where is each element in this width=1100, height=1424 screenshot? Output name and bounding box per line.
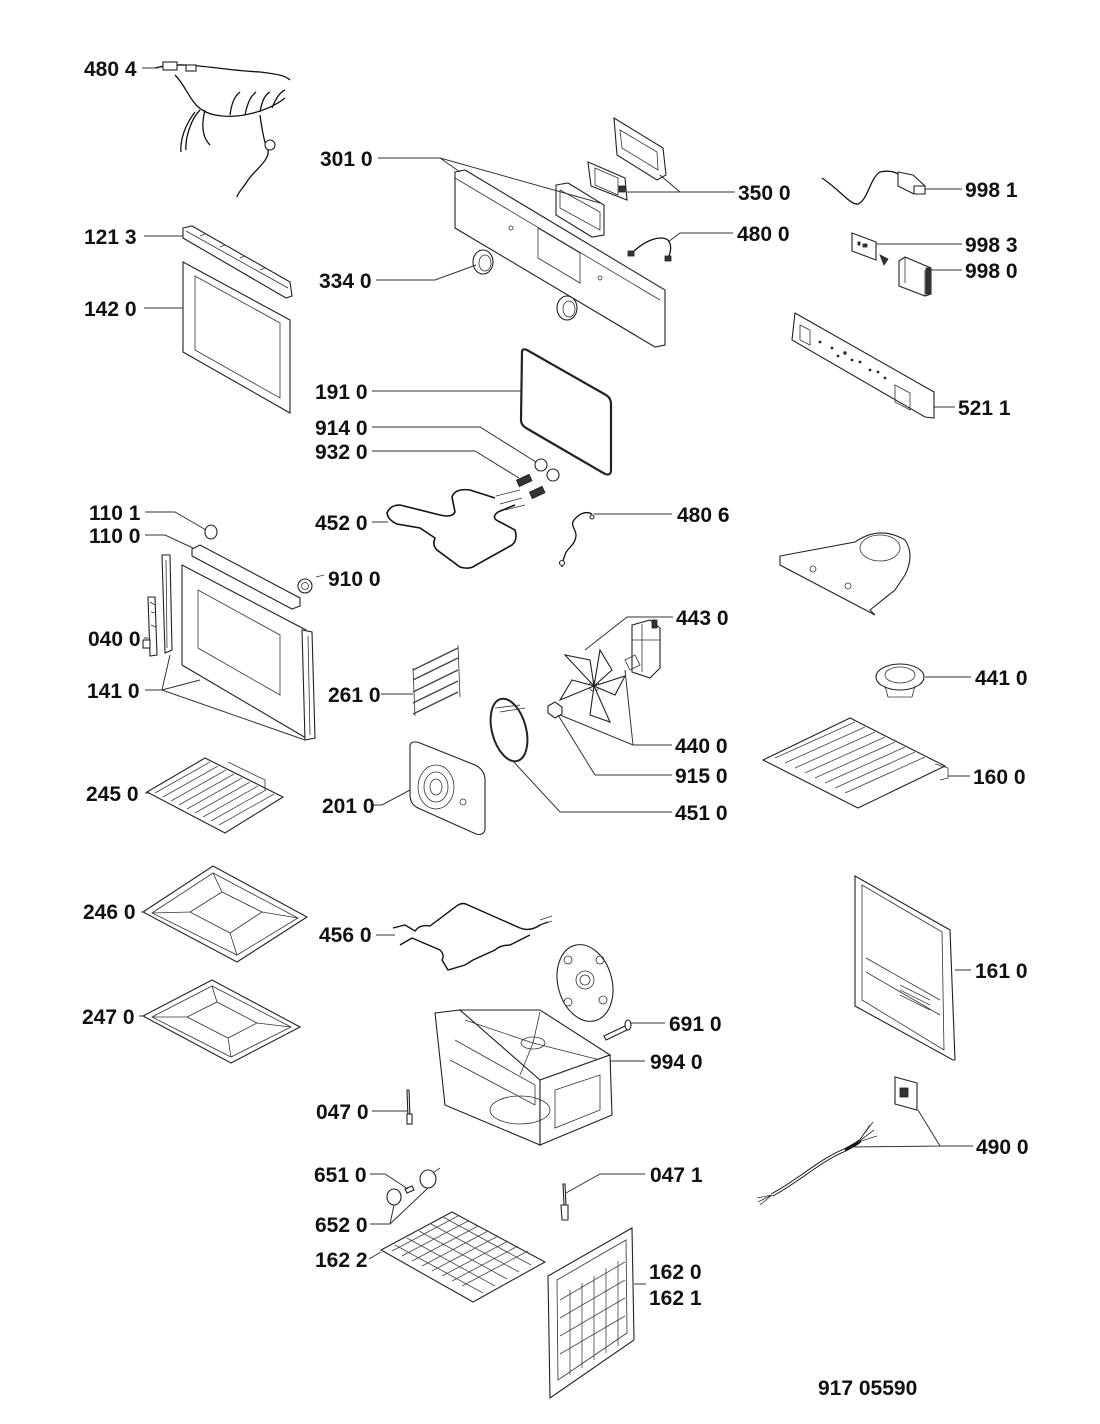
rear-fan-plate-part[interactable] <box>549 938 621 1027</box>
label-160-0[interactable]: 160 0 <box>973 766 1026 789</box>
label-301-0[interactable]: 301 0 <box>320 148 373 171</box>
label-480-0[interactable]: 480 0 <box>737 223 790 246</box>
inner-door-assembly-part[interactable] <box>161 554 316 741</box>
part-labels: 480 4 301 0 350 0 998 1 121 3 480 0 998 … <box>82 58 1029 1310</box>
door-screw-cap-part[interactable] <box>297 574 325 594</box>
label-441-0[interactable]: 441 0 <box>975 667 1028 690</box>
bottom-heating-element-part[interactable] <box>392 902 553 971</box>
fan-nut-part[interactable] <box>547 701 563 719</box>
label-201-0[interactable]: 201 0 <box>322 795 375 818</box>
control-panel-fascia-part[interactable] <box>454 169 666 348</box>
label-040-0[interactable]: 040 0 <box>88 628 141 651</box>
display-wire-part[interactable] <box>627 237 672 262</box>
label-121-3[interactable]: 121 3 <box>84 226 137 249</box>
diagram-number: 917 05590 <box>818 1377 918 1400</box>
control-circuit-board-part[interactable] <box>791 312 935 419</box>
label-480-6[interactable]: 480 6 <box>677 504 730 527</box>
thermal-fuse-pin-part[interactable] <box>603 1019 632 1041</box>
door-top-trim-part[interactable] <box>191 544 301 610</box>
label-246-0[interactable]: 246 0 <box>83 901 136 924</box>
label-334-0[interactable]: 334 0 <box>319 270 372 293</box>
label-245-0[interactable]: 245 0 <box>86 783 139 806</box>
shelf-support-rack-part[interactable] <box>412 644 461 717</box>
control-knob-part[interactable] <box>472 249 494 275</box>
label-162-0[interactable]: 162 0 <box>649 1261 702 1284</box>
label-110-0[interactable]: 110 0 <box>89 525 140 548</box>
fan-blade-part[interactable] <box>558 648 627 723</box>
display-module-bracket-part[interactable] <box>587 161 628 201</box>
side-catalytic-panel-part[interactable] <box>547 1227 635 1400</box>
label-141-0[interactable]: 141 0 <box>87 680 140 703</box>
wifi-module-part[interactable] <box>898 256 932 297</box>
lamp-bulb-part[interactable] <box>404 1185 415 1194</box>
door-top-profile-part[interactable] <box>182 225 293 299</box>
label-914-0[interactable]: 914 0 <box>315 417 368 440</box>
temperature-sensor-part[interactable] <box>406 1089 413 1125</box>
label-261-0[interactable]: 261 0 <box>328 684 381 707</box>
label-998-1[interactable]: 998 1 <box>965 179 1018 202</box>
deep-baking-tray-part[interactable] <box>141 865 309 963</box>
label-162-1[interactable]: 162 1 <box>649 1287 702 1310</box>
label-521-1[interactable]: 521 1 <box>958 397 1011 420</box>
label-691-0[interactable]: 691 0 <box>669 1013 722 1036</box>
wire-grill-rack-part[interactable] <box>145 757 285 834</box>
label-490-0[interactable]: 490 0 <box>976 1136 1029 1159</box>
label-162-2[interactable]: 162 2 <box>315 1249 368 1272</box>
label-440-0[interactable]: 440 0 <box>675 735 728 758</box>
label-443-0[interactable]: 443 0 <box>676 607 729 630</box>
bottom-wire-frame-part[interactable] <box>379 1211 547 1303</box>
top-heating-element-part[interactable] <box>386 488 526 569</box>
cooling-fan-part[interactable] <box>875 663 925 698</box>
label-998-0[interactable]: 998 0 <box>965 260 1018 283</box>
usb-cable-part[interactable] <box>821 170 926 205</box>
label-651-0[interactable]: 651 0 <box>314 1164 367 1187</box>
cooling-fan-housing-part[interactable] <box>779 532 911 616</box>
label-652-0[interactable]: 652 0 <box>315 1214 368 1237</box>
outer-door-glass-part[interactable] <box>182 261 291 414</box>
door-seal-gasket-part[interactable] <box>519 348 613 476</box>
element-wire-part[interactable] <box>558 511 595 568</box>
telescopic-runner-part[interactable] <box>761 717 949 809</box>
label-998-3[interactable]: 998 3 <box>965 234 1018 257</box>
label-047-1[interactable]: 047 1 <box>650 1164 703 1187</box>
meat-probe-sensor-part[interactable] <box>560 1183 569 1221</box>
heater-nut-part[interactable] <box>534 458 560 482</box>
circular-heating-element-part[interactable] <box>484 695 533 766</box>
label-932-0[interactable]: 932 0 <box>315 441 368 464</box>
power-cable-terminal-part[interactable] <box>756 1076 918 1206</box>
label-456-0[interactable]: 456 0 <box>319 924 372 947</box>
label-452-0[interactable]: 452 0 <box>315 512 368 535</box>
door-bumper-part[interactable] <box>204 524 218 540</box>
wiring-harness-part[interactable] <box>154 61 291 198</box>
display-rear-bracket-part[interactable] <box>613 116 667 181</box>
label-142-0[interactable]: 142 0 <box>84 298 137 321</box>
label-915-0[interactable]: 915 0 <box>675 765 728 788</box>
lamp-cover-part[interactable] <box>386 1167 441 1206</box>
label-910-0[interactable]: 910 0 <box>328 568 381 591</box>
door-hinge-part[interactable] <box>142 596 158 657</box>
label-161-0[interactable]: 161 0 <box>975 960 1028 983</box>
label-451-0[interactable]: 451 0 <box>675 802 728 825</box>
label-480-4[interactable]: 480 4 <box>84 58 137 81</box>
label-sticker-part[interactable] <box>851 232 889 266</box>
label-191-0[interactable]: 191 0 <box>315 381 368 404</box>
label-994-0[interactable]: 994 0 <box>650 1051 703 1074</box>
display-frame-part[interactable] <box>555 182 605 238</box>
fan-motor-part[interactable] <box>624 619 661 679</box>
oven-cavity-part[interactable] <box>434 1009 613 1146</box>
heater-spring-part[interactable] <box>515 473 546 500</box>
label-110-1[interactable]: 110 1 <box>89 502 141 525</box>
label-247-0[interactable]: 247 0 <box>82 1006 135 1029</box>
shallow-baking-tray-part[interactable] <box>141 979 302 1064</box>
label-047-0[interactable]: 047 0 <box>316 1101 369 1124</box>
leader-lines <box>139 67 973 1285</box>
label-350-0[interactable]: 350 0 <box>738 182 791 205</box>
fan-cover-part[interactable] <box>409 741 486 836</box>
rear-panel-part[interactable] <box>854 875 956 1061</box>
